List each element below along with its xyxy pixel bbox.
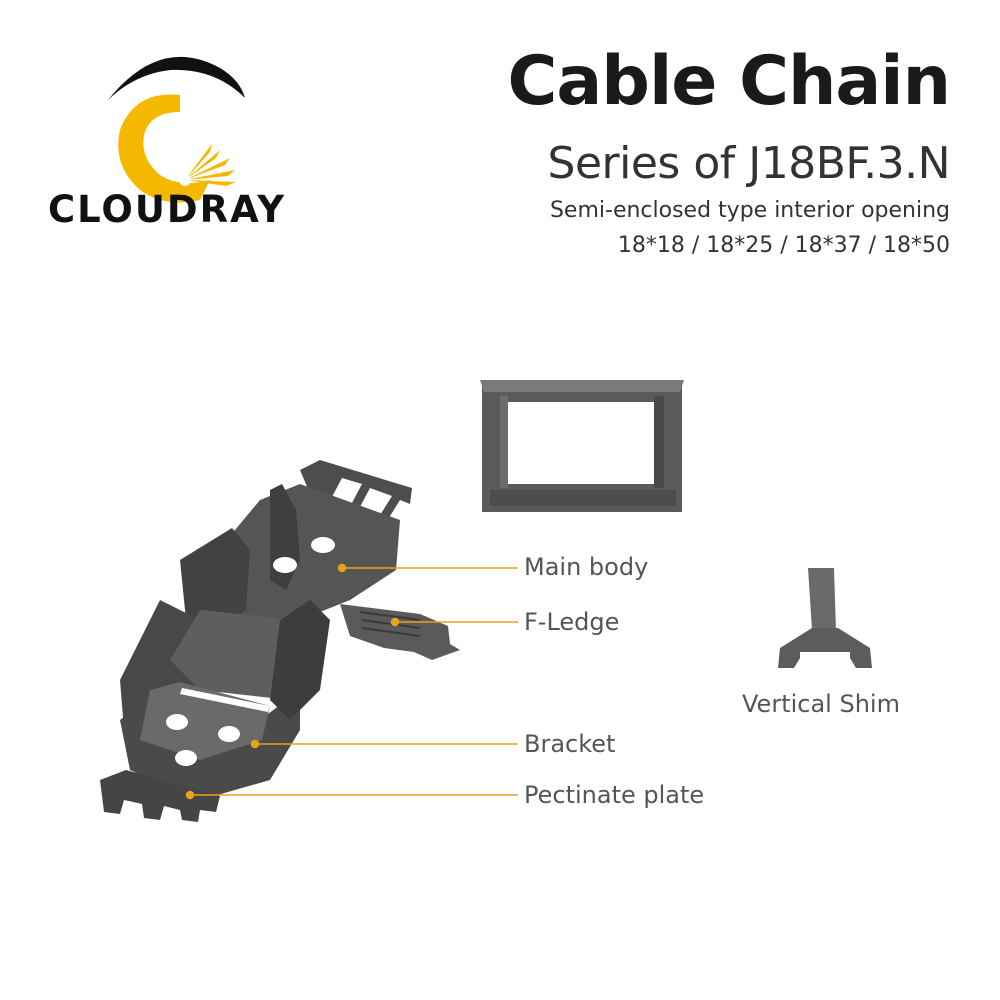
label-f-ledge: F-Ledge [524,608,620,636]
description: Semi-enclosed type interior opening [549,198,950,223]
brand-name: CLOUDRAY [48,188,286,231]
leader-lines [185,563,518,800]
logo-c [118,94,210,203]
page-title: Cable Chain [507,42,951,121]
label-pectinate-plate: Pectinate plate [524,781,705,809]
chain-link-illustration [100,460,460,822]
logo-center [179,174,191,186]
logo-arc [108,56,245,100]
label-vertical-shim: Vertical Shim [742,690,900,718]
vertical-shim-illustration [778,568,872,668]
label-bracket: Bracket [524,730,616,758]
size-options: 18*18 / 18*25 / 18*37 / 18*50 [617,233,950,258]
logo-burst [185,144,236,186]
chain-frame-illustration [480,380,684,512]
label-main-body: Main body [524,553,649,581]
f-ledge-part [340,604,460,660]
cloudray-logo [108,56,245,203]
series-subtitle: Series of J18BF.3.N [547,138,951,189]
